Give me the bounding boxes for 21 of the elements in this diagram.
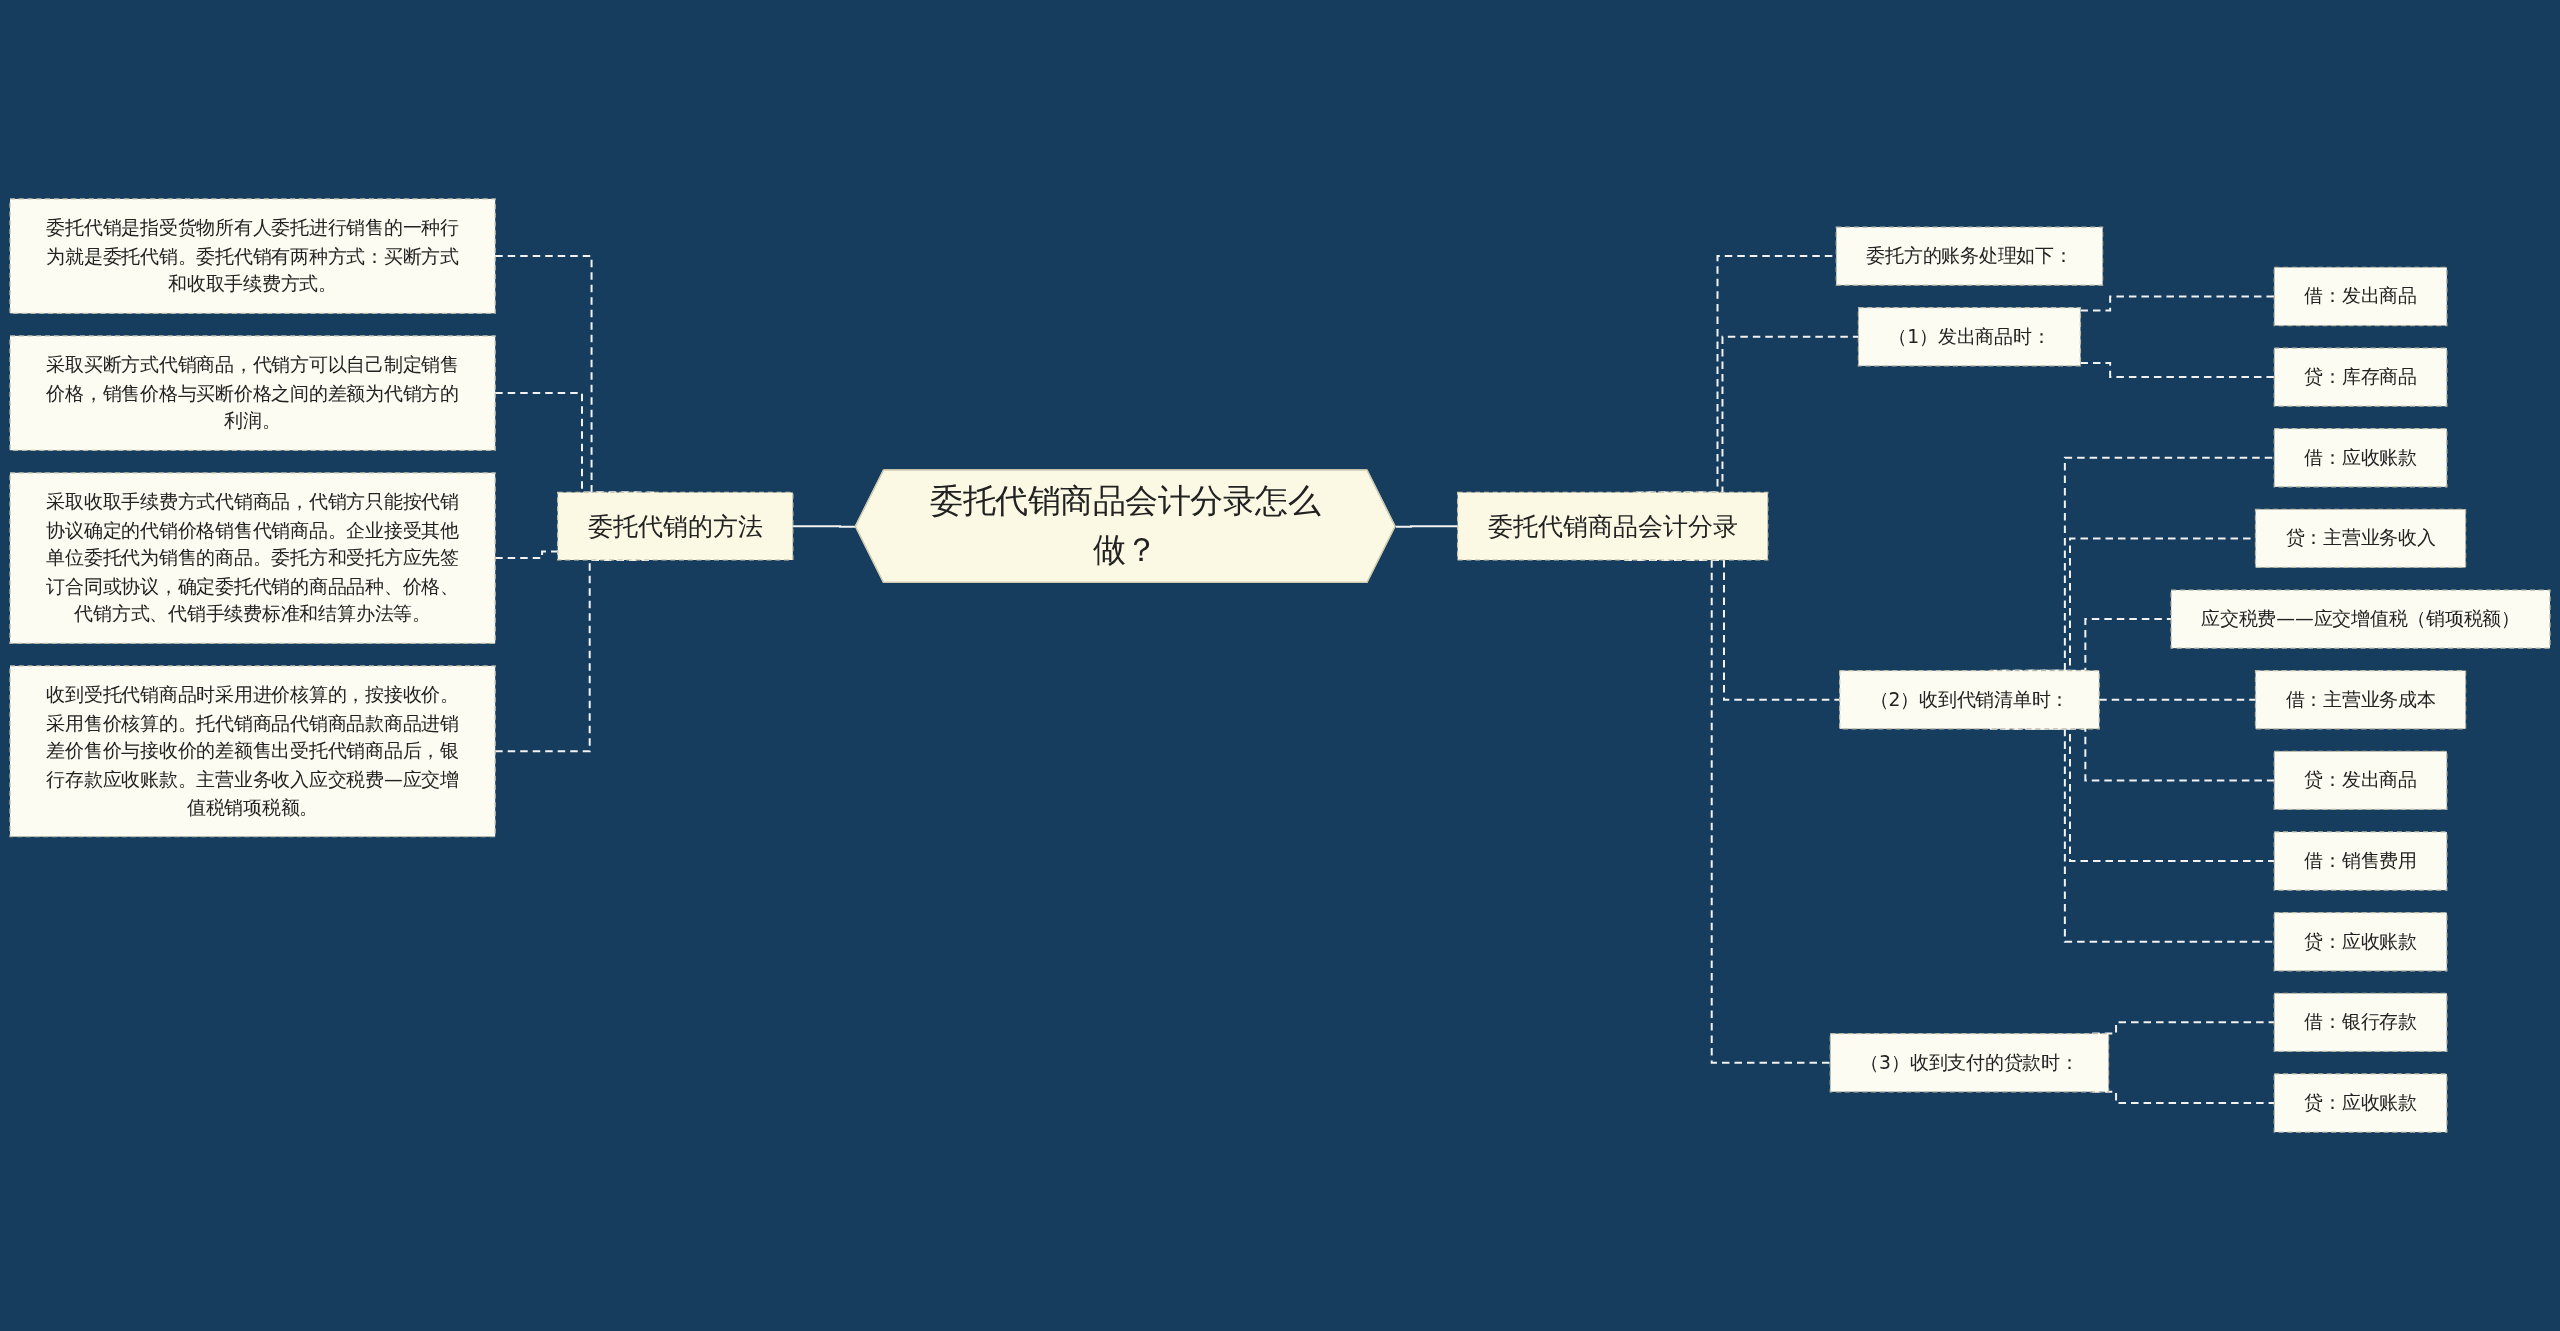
node-box: 借：主营业务成本 [2254,670,2467,730]
node-box: 贷：发出商品 [2273,750,2448,811]
node-box: （1）发出商品时： [1857,307,2082,367]
node-box: （3）收到支付的贷款时： [1829,1033,2110,1093]
node-box: 采取买断方式代销商品，代销方可以自己制定销售价格，销售价格与买断价格之间的差额为代销方的利润。 [9,335,496,451]
node-box: 借：发出商品 [2273,266,2448,327]
node-box: 贷：库存商品 [2273,347,2448,407]
node-box: 借：银行存款 [2273,992,2448,1053]
node-box: 收到受托代销商品时采用进价核算的，按接收价。采用售价核算的。托代销商品代销商品款商品进销差价售价与接收价的差额售出受托代销商品后，银行存款应收账款。主营业务收入应交税费—应交增值税销项税额。 [9,665,496,838]
node-box: 贷：主营业务收入 [2254,508,2467,569]
node-box: 委托代销是指受货物所有人委托进行销售的一种行为就是委托代销。委托代销有两种方式：买断方式和收取手续费方式。 [9,198,496,314]
node-box: 借：应收账款 [2273,428,2448,488]
node-box: 委托代销的方法 [557,491,794,561]
node-box: 采取收取手续费方式代销商品，代销方只能按代销协议确定的代销价格销售代销商品。企业接受其他单位委托代为销售的商品。委托方和受托方应先签订合同或协议，确定委托代销的商品品种、价格、代销方式、代销手续费标准和结算办法等。 [9,472,496,645]
node-box: 贷：应收账款 [2273,1073,2448,1133]
node-box: 应交税费——应交增值税（销项税额） [2170,589,2551,649]
node-box: （2）收到代销清单时： [1839,670,2100,730]
node-box: 委托方的账务处理如下： [1835,226,2104,286]
node-box: 贷：应收账款 [2273,912,2448,972]
node-box: 委托代销商品会计分录 [1457,491,1769,561]
node-box: 借：销售费用 [2273,831,2448,891]
